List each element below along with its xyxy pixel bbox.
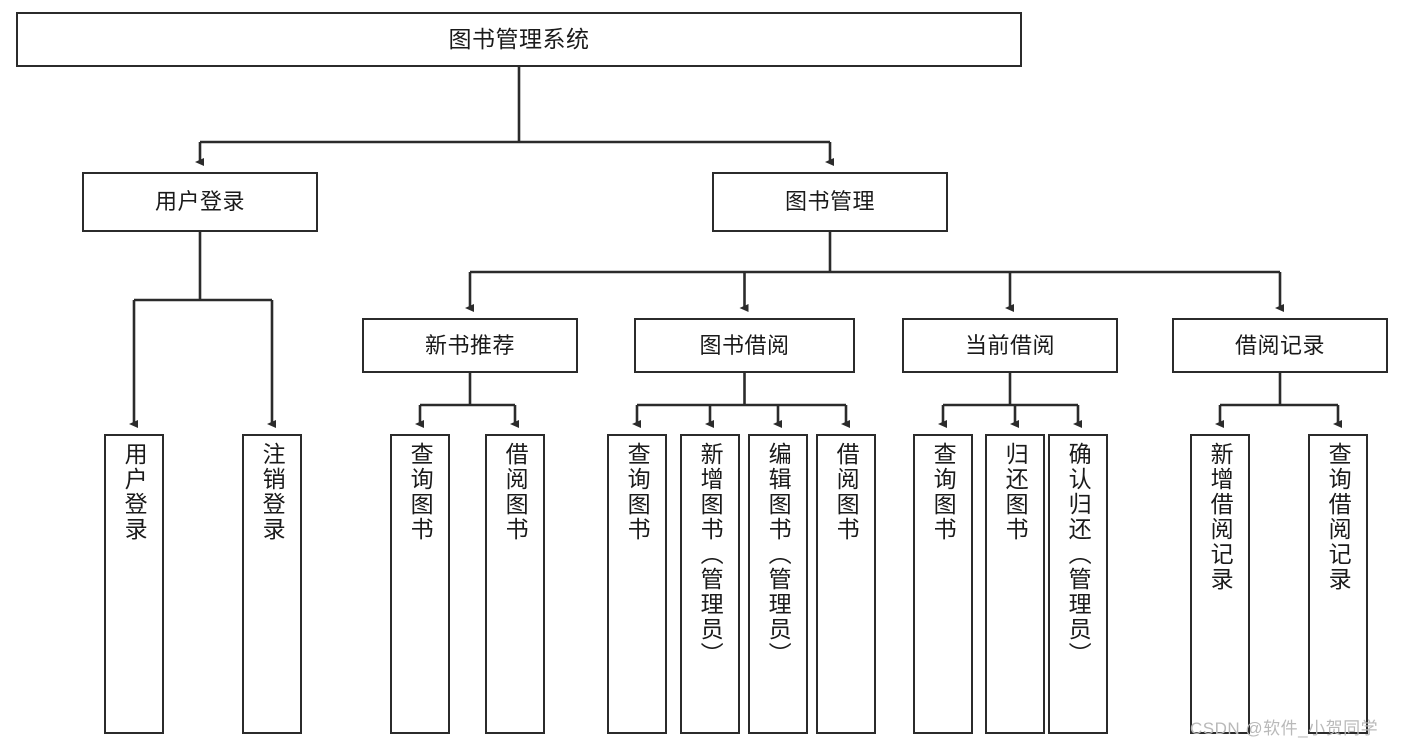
node-leaf-add-record-label: 新增借阅记录	[1207, 442, 1234, 592]
node-leaf-query-record[interactable]: 查询借阅记录	[1308, 434, 1368, 734]
node-user-login-label: 用户登录	[154, 189, 245, 215]
node-leaf-query-book-3[interactable]: 查询图书	[913, 434, 973, 734]
node-leaf-borrow-book-1[interactable]: 借阅图书	[485, 434, 545, 734]
node-leaf-confirm-return[interactable]: 确认归还（管理员）	[1048, 434, 1108, 734]
node-leaf-borrow-book-1-label: 借阅图书	[502, 442, 529, 542]
node-leaf-query-book-2[interactable]: 查询图书	[607, 434, 667, 734]
node-root[interactable]: 图书管理系统	[16, 12, 1022, 67]
node-book-management[interactable]: 图书管理	[712, 172, 948, 232]
node-leaf-confirm-return-label: 确认归还（管理员）	[1065, 442, 1092, 667]
node-current-borrow-label: 当前借阅	[964, 332, 1055, 358]
node-leaf-user-login[interactable]: 用户登录	[104, 434, 164, 734]
node-leaf-borrow-book-2[interactable]: 借阅图书	[816, 434, 876, 734]
node-leaf-query-book-1-label: 查询图书	[407, 442, 434, 542]
node-leaf-add-book-label: 新增图书（管理员）	[697, 442, 724, 667]
csdn-watermark: CSDN @软件_小贺同学	[1190, 719, 1379, 738]
node-root-label: 图书管理系统	[448, 25, 590, 52]
node-leaf-query-book-3-label: 查询图书	[930, 442, 957, 542]
node-borrow-record[interactable]: 借阅记录	[1172, 318, 1388, 373]
node-leaf-query-record-label: 查询借阅记录	[1325, 442, 1352, 592]
node-leaf-return-book[interactable]: 归还图书	[985, 434, 1045, 734]
node-leaf-query-book-1[interactable]: 查询图书	[390, 434, 450, 734]
node-leaf-add-book[interactable]: 新增图书（管理员）	[680, 434, 740, 734]
node-book-borrow[interactable]: 图书借阅	[634, 318, 855, 373]
node-leaf-user-login-label: 用户登录	[121, 442, 148, 542]
node-user-login[interactable]: 用户登录	[82, 172, 318, 232]
node-book-management-label: 图书管理	[784, 189, 875, 215]
node-leaf-logout-label: 注销登录	[259, 442, 286, 542]
node-new-book-recommend[interactable]: 新书推荐	[362, 318, 578, 373]
node-leaf-edit-book[interactable]: 编辑图书（管理员）	[748, 434, 808, 734]
node-book-borrow-label: 图书借阅	[699, 332, 790, 358]
node-leaf-borrow-book-2-label: 借阅图书	[833, 442, 860, 542]
node-leaf-return-book-label: 归还图书	[1002, 442, 1029, 542]
node-leaf-edit-book-label: 编辑图书（管理员）	[765, 442, 792, 667]
node-current-borrow[interactable]: 当前借阅	[902, 318, 1118, 373]
node-leaf-add-record[interactable]: 新增借阅记录	[1190, 434, 1250, 734]
node-leaf-logout[interactable]: 注销登录	[242, 434, 302, 734]
node-borrow-record-label: 借阅记录	[1234, 332, 1325, 358]
node-leaf-query-book-2-label: 查询图书	[624, 442, 651, 542]
node-new-book-recommend-label: 新书推荐	[424, 332, 515, 358]
